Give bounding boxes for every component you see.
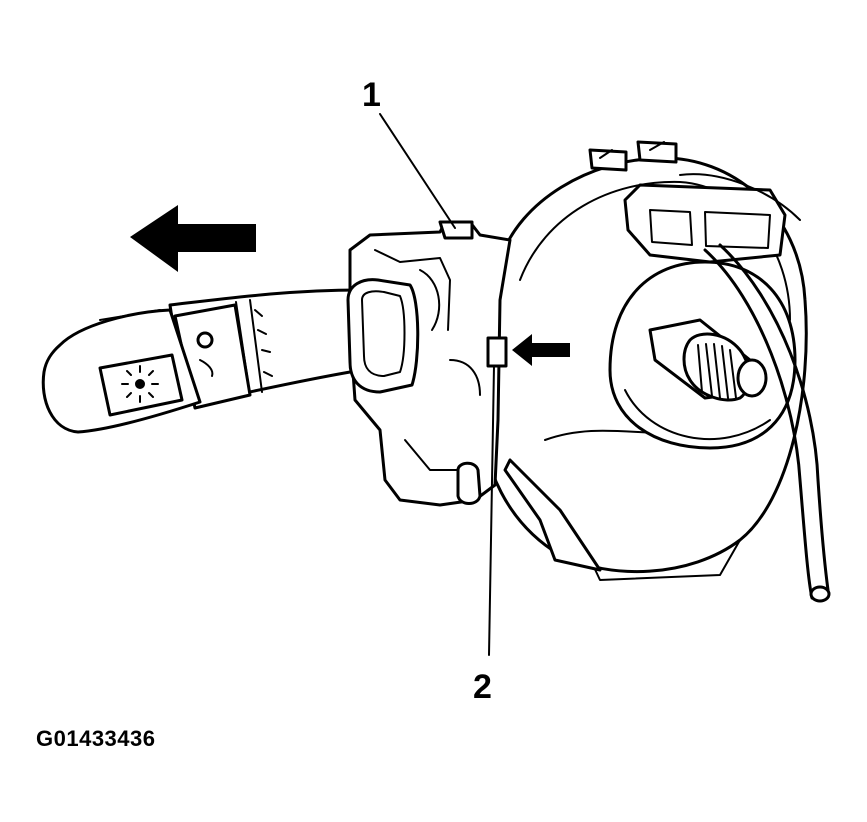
removal-direction-arrow: [130, 205, 256, 272]
latch-tab: [486, 336, 508, 368]
callout-2-label: 2: [473, 668, 492, 706]
callout-1-leader: [379, 113, 456, 229]
latch-release-arrow: [512, 334, 570, 366]
multifunction-switch-body: [348, 220, 602, 572]
lever-boot: [346, 278, 420, 394]
callout-2-leader: [488, 365, 495, 656]
callout-1-label: 1: [362, 76, 381, 114]
wire-harness: [703, 243, 831, 603]
electrical-connector: [623, 173, 801, 264]
figure-id: G01433436: [36, 726, 156, 751]
turn-signal-lever: [41, 288, 364, 434]
steering-shaft-hub: [608, 260, 797, 450]
